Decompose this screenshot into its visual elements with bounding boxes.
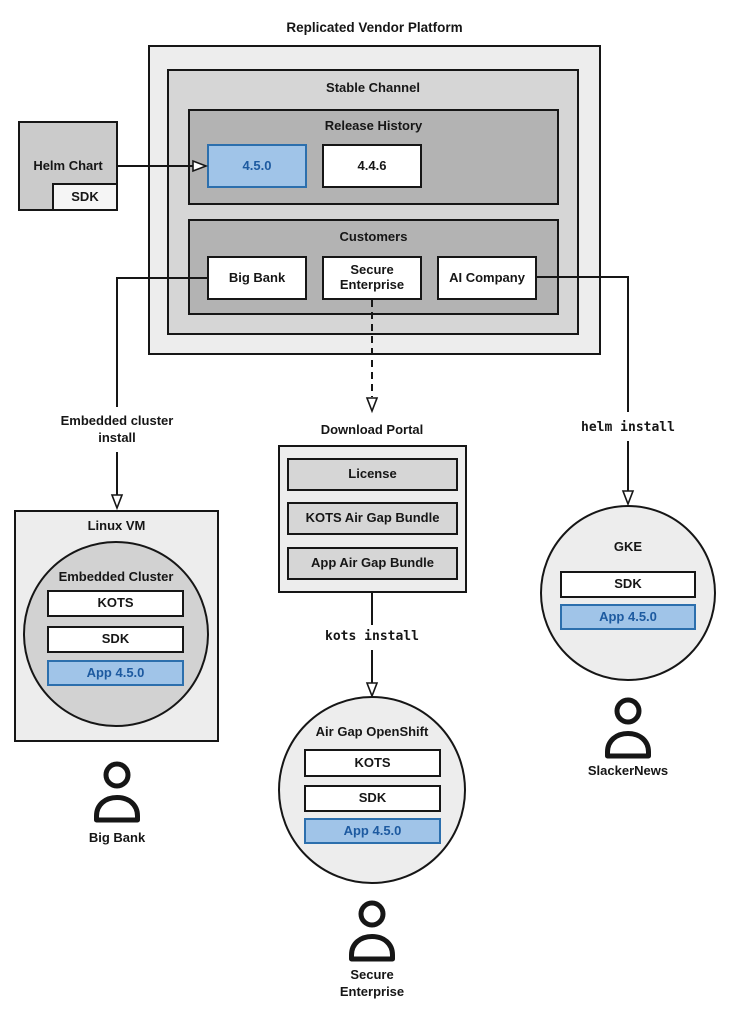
helm-install-label: helm install <box>581 420 675 435</box>
release-version-4-4-6: 4.4.6 <box>322 144 422 188</box>
portal-item-kots-airgap-bundle: KOTS Air Gap Bundle <box>287 502 458 535</box>
linux-vm-label: Linux VM <box>87 518 146 533</box>
customers-label: Customers <box>339 229 408 244</box>
embedded-cluster-label: Embedded Cluster <box>58 569 174 584</box>
airgap-kots-box: KOTS <box>304 749 441 777</box>
customer-secure-enterprise: Secure Enterprise <box>322 256 422 300</box>
release-version-4-5-0: 4.5.0 <box>207 144 307 188</box>
user-label-secure-enterprise: Secure Enterprise <box>339 967 405 999</box>
airgap-app-box: App 4.5.0 <box>304 818 441 844</box>
release-history-label: Release History <box>324 118 423 133</box>
secure-enterprise-arrowhead <box>365 397 379 414</box>
helm-install-arrowhead <box>621 490 635 507</box>
embedded-cluster-sdk-box: SDK <box>47 626 184 653</box>
user-icon-slackernews <box>601 696 655 763</box>
helm-chart-sdk-box: SDK <box>52 183 118 211</box>
user-icon-secure-enterprise <box>345 899 399 966</box>
download-portal-title: Download Portal <box>320 422 424 437</box>
embedded-install-label: Embedded cluster install <box>60 413 174 445</box>
gke-sdk-box: SDK <box>560 571 696 598</box>
airgap-openshift-label: Air Gap OpenShift <box>315 724 429 739</box>
airgap-sdk-box: SDK <box>304 785 441 812</box>
embedded-install-arrowhead <box>110 494 124 511</box>
customer-ai-company: AI Company <box>437 256 537 300</box>
customer-big-bank: Big Bank <box>207 256 307 300</box>
portal-item-app-airgap-bundle: App Air Gap Bundle <box>287 547 458 580</box>
kots-install-arrowhead <box>365 682 379 699</box>
portal-item-license: License <box>287 458 458 491</box>
diagram-title: Replicated Vendor Platform <box>286 20 463 35</box>
user-label-slackernews: SlackerNews <box>587 763 669 778</box>
embedded-cluster-app-box: App 4.5.0 <box>47 660 184 686</box>
gke-label: GKE <box>613 539 643 554</box>
user-icon-big-bank <box>90 760 144 827</box>
kots-install-label: kots install <box>325 629 419 644</box>
gke-app-box: App 4.5.0 <box>560 604 696 630</box>
stable-channel-label: Stable Channel <box>326 80 420 95</box>
user-label-big-bank: Big Bank <box>88 830 146 845</box>
embedded-cluster-kots-box: KOTS <box>47 590 184 617</box>
